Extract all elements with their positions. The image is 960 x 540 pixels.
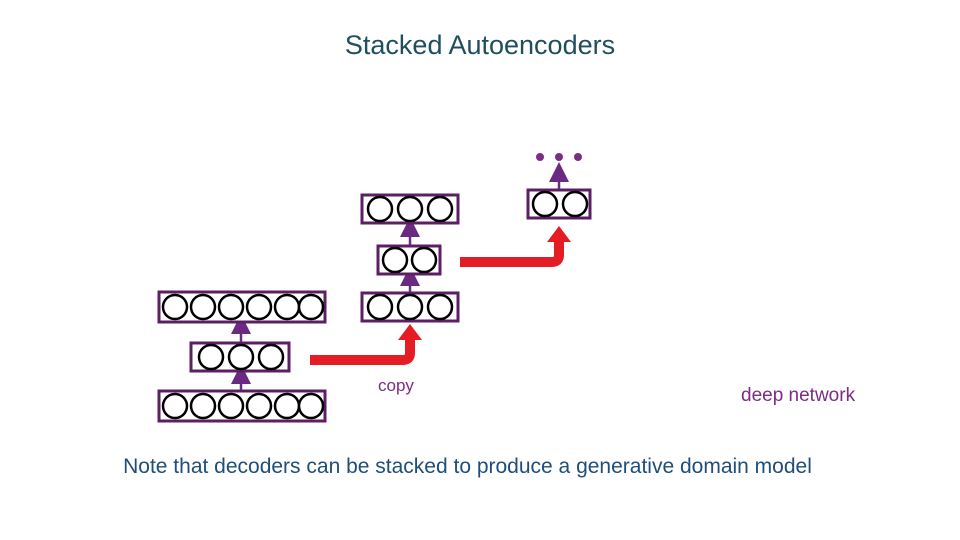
note-text: Note that decoders can be stacked to pro… — [123, 455, 812, 478]
ae2-output-layer — [360, 193, 460, 225]
deep-network-layer — [526, 188, 592, 220]
ellipsis-dots — [536, 153, 582, 161]
first-autoencoder — [157, 290, 327, 423]
deep-network — [526, 153, 592, 220]
ae1-input-layer — [157, 389, 327, 423]
slide-title: Stacked Autoencoders — [344, 30, 616, 60]
deep-network-label: deep network — [741, 385, 856, 406]
ae1-output-layer — [157, 290, 327, 324]
second-autoencoder — [360, 193, 460, 323]
ae2-input-layer — [360, 291, 460, 323]
copy-arrow-1 — [310, 324, 422, 365]
ae1-hidden-layer — [189, 341, 291, 373]
ae2-hidden-layer — [376, 244, 442, 276]
copy-arrow-2 — [460, 226, 571, 267]
copy-label: copy — [378, 376, 414, 395]
